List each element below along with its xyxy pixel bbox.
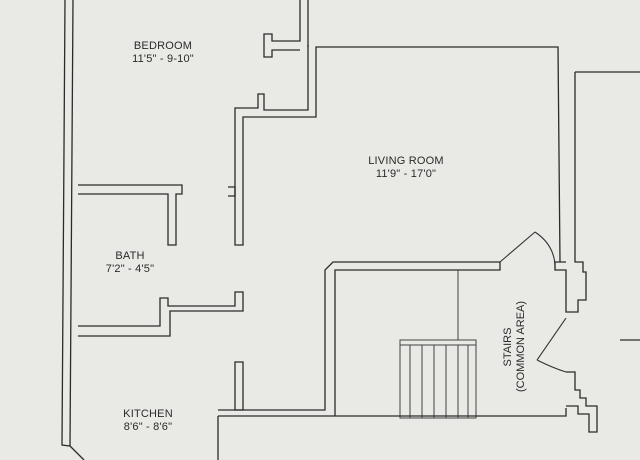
stairs-note: (COMMON AREA) (515, 300, 527, 392)
kitchen-name: KITCHEN (123, 408, 173, 420)
bath-name: BATH (115, 250, 145, 262)
doors (499, 231, 567, 373)
living-room-name: LIVING ROOM (368, 155, 444, 167)
bedroom-label: BEDROOM 11'5" - 9-10" (118, 40, 208, 66)
exterior-left-wall (61, 0, 85, 460)
exterior-right-wall (554, 71, 640, 433)
kitchen-dimensions: 8'6" - 8'6" (123, 421, 173, 433)
stairs-label: STAIRS (COMMON AREA) (502, 300, 528, 392)
bath-top-wall (78, 184, 236, 246)
bedroom-dimensions: 11'5" - 9-10" (132, 53, 194, 65)
living-room-dimensions: 11'9" - 17'0" (375, 168, 437, 180)
bedroom-wall (234, 0, 561, 263)
living-room-label: LIVING ROOM 11'9" - 17'0" (356, 155, 456, 181)
bedroom-name: BEDROOM (133, 40, 193, 52)
kitchen-label: KITCHEN 8'6" - 8'6" (98, 408, 198, 434)
bath-dimensions: 7'2" - 4'5" (105, 263, 155, 275)
bath-bottom-wall (78, 291, 244, 337)
stair-enclosure (335, 270, 567, 419)
stairs-name: STAIRS (502, 327, 514, 367)
bath-label: BATH 7'2" - 4'5" (80, 250, 180, 276)
